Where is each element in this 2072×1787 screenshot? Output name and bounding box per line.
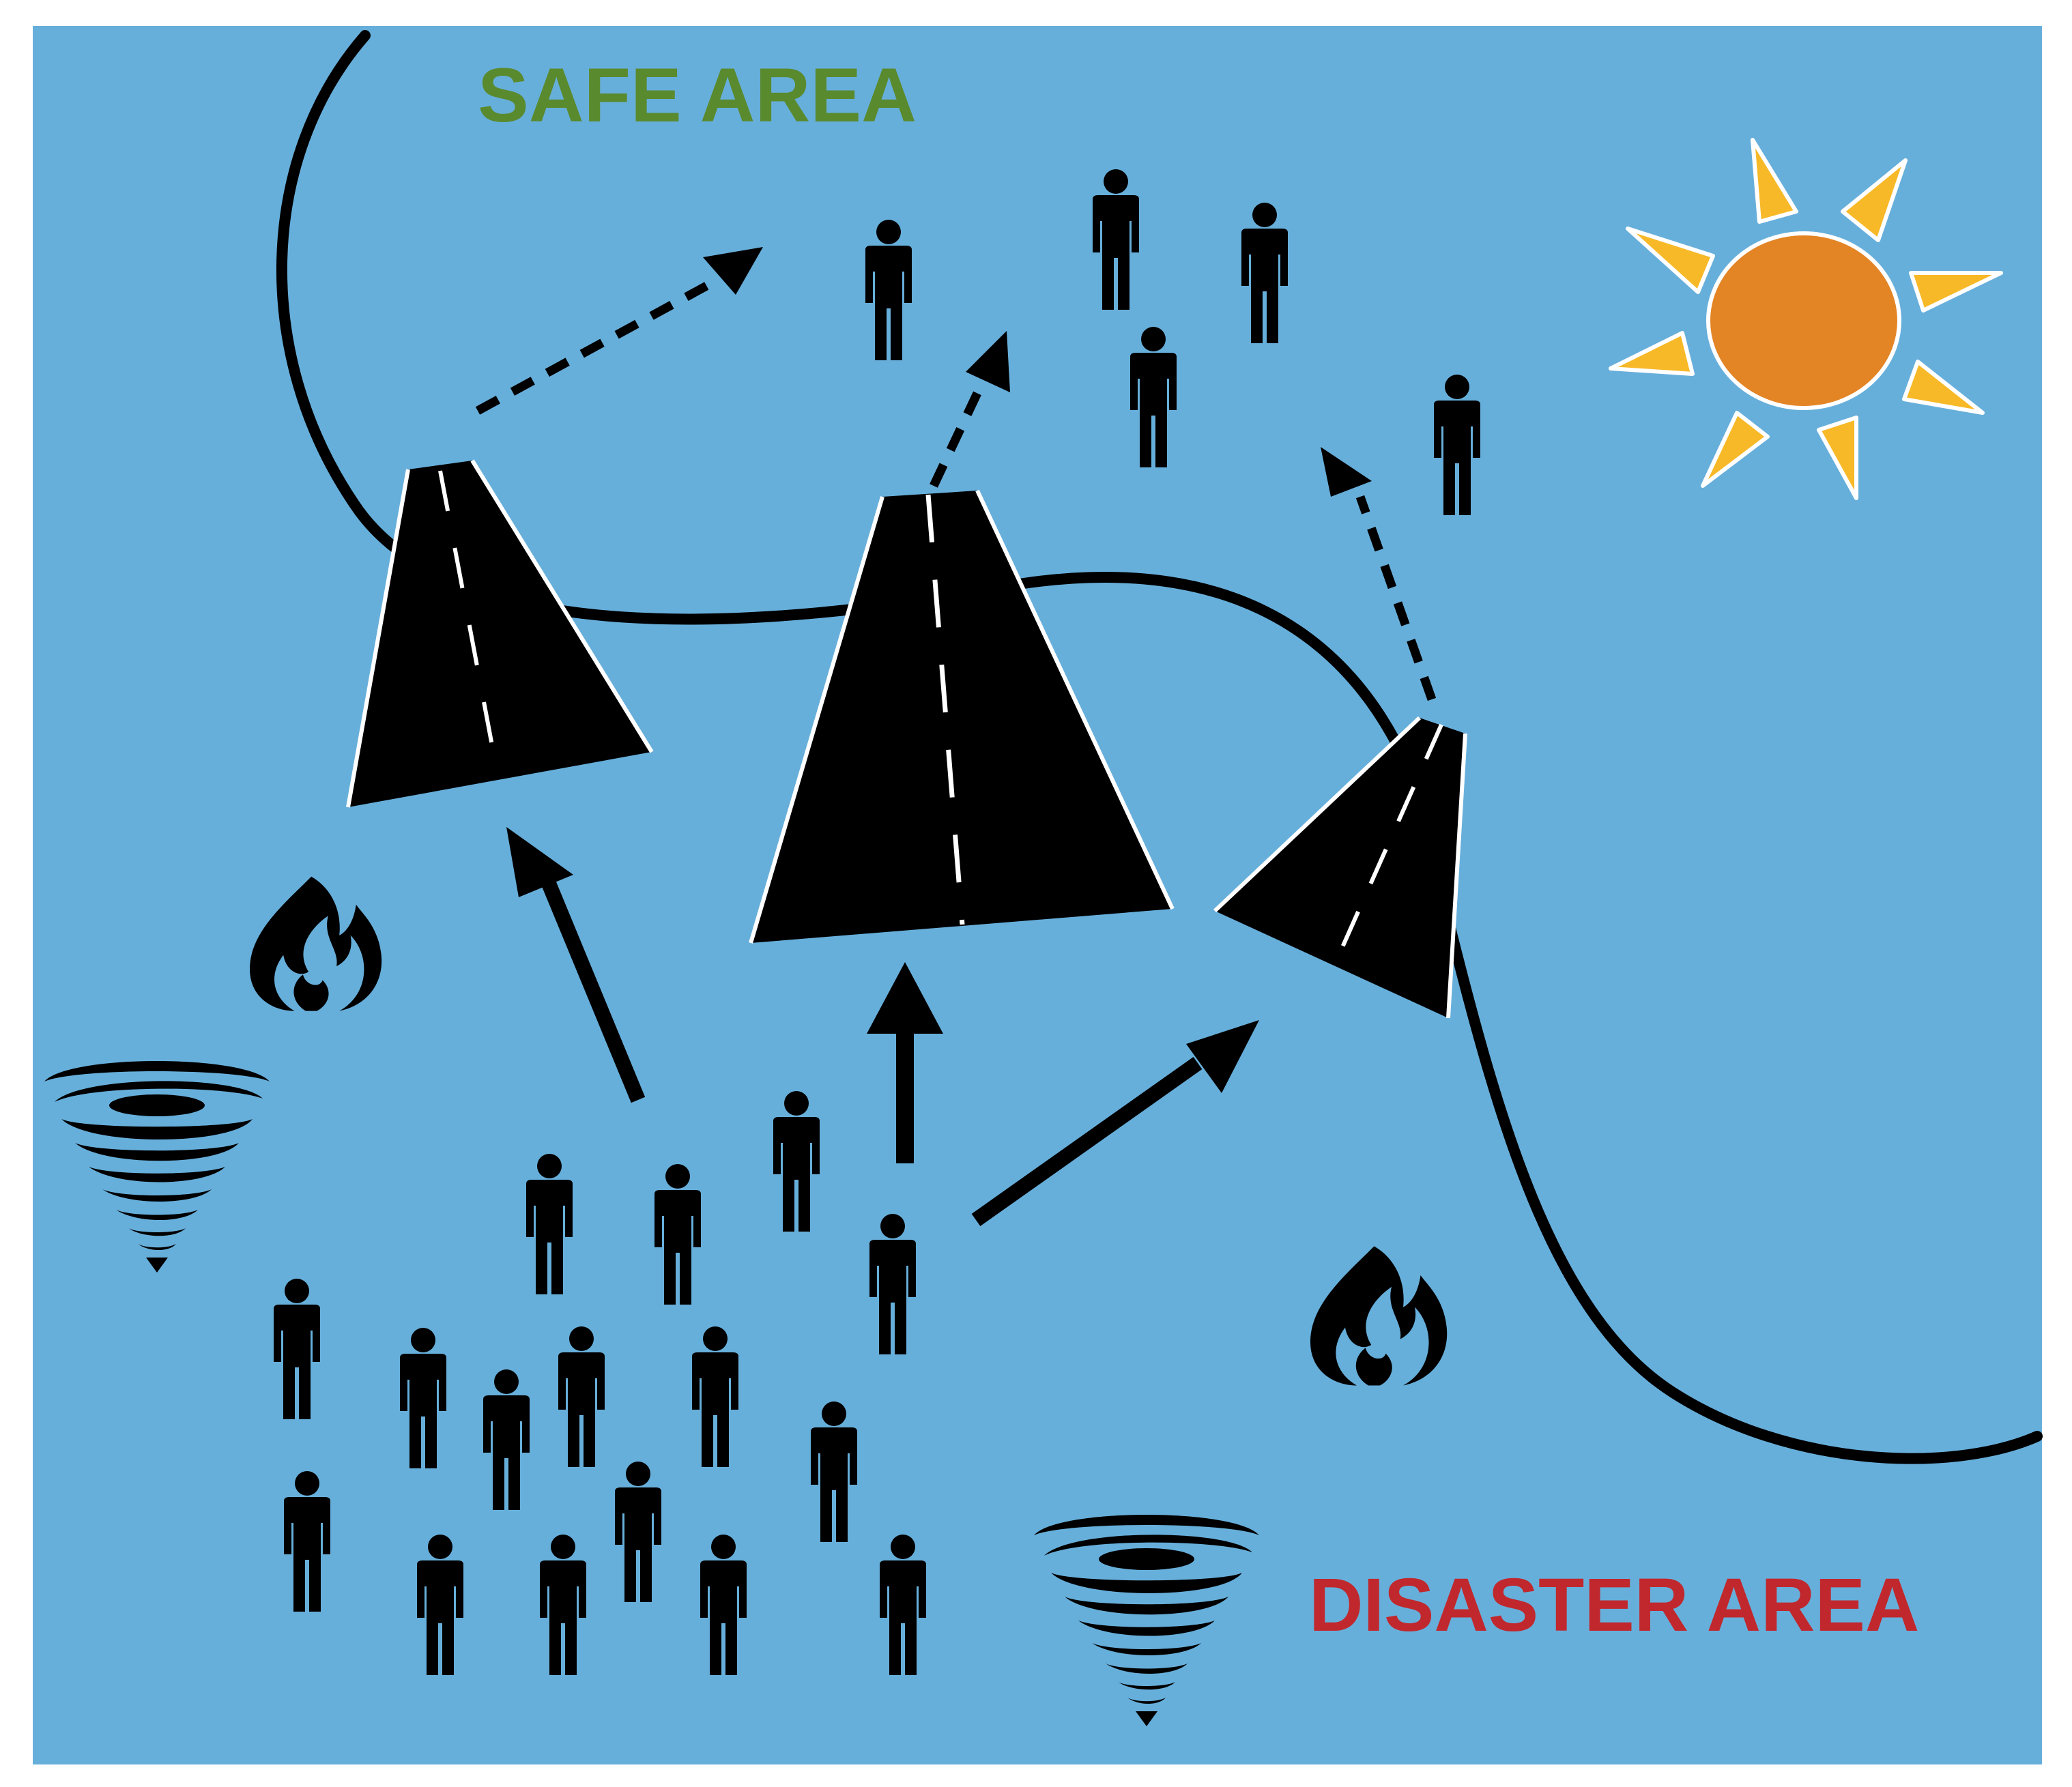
dashed-arrow-right-icon bbox=[1321, 447, 1437, 701]
road-right-icon bbox=[1213, 716, 1467, 1019]
boundary-line bbox=[276, 30, 2043, 1464]
disaster-area-label: DISASTER AREA bbox=[1309, 1563, 1919, 1647]
dashed-arrow-left-icon bbox=[475, 247, 763, 415]
road-left-icon bbox=[346, 459, 654, 808]
solid-arrow-left-icon bbox=[506, 827, 646, 1103]
solid-arrow-center-icon bbox=[867, 962, 943, 1163]
safe-area-label: SAFE AREA bbox=[478, 53, 917, 138]
road-center-icon bbox=[749, 489, 1175, 944]
dashed-arrow-center-icon bbox=[930, 331, 1010, 488]
solid-arrow-right-icon bbox=[971, 1020, 1259, 1226]
sun-icon bbox=[1609, 138, 2003, 500]
